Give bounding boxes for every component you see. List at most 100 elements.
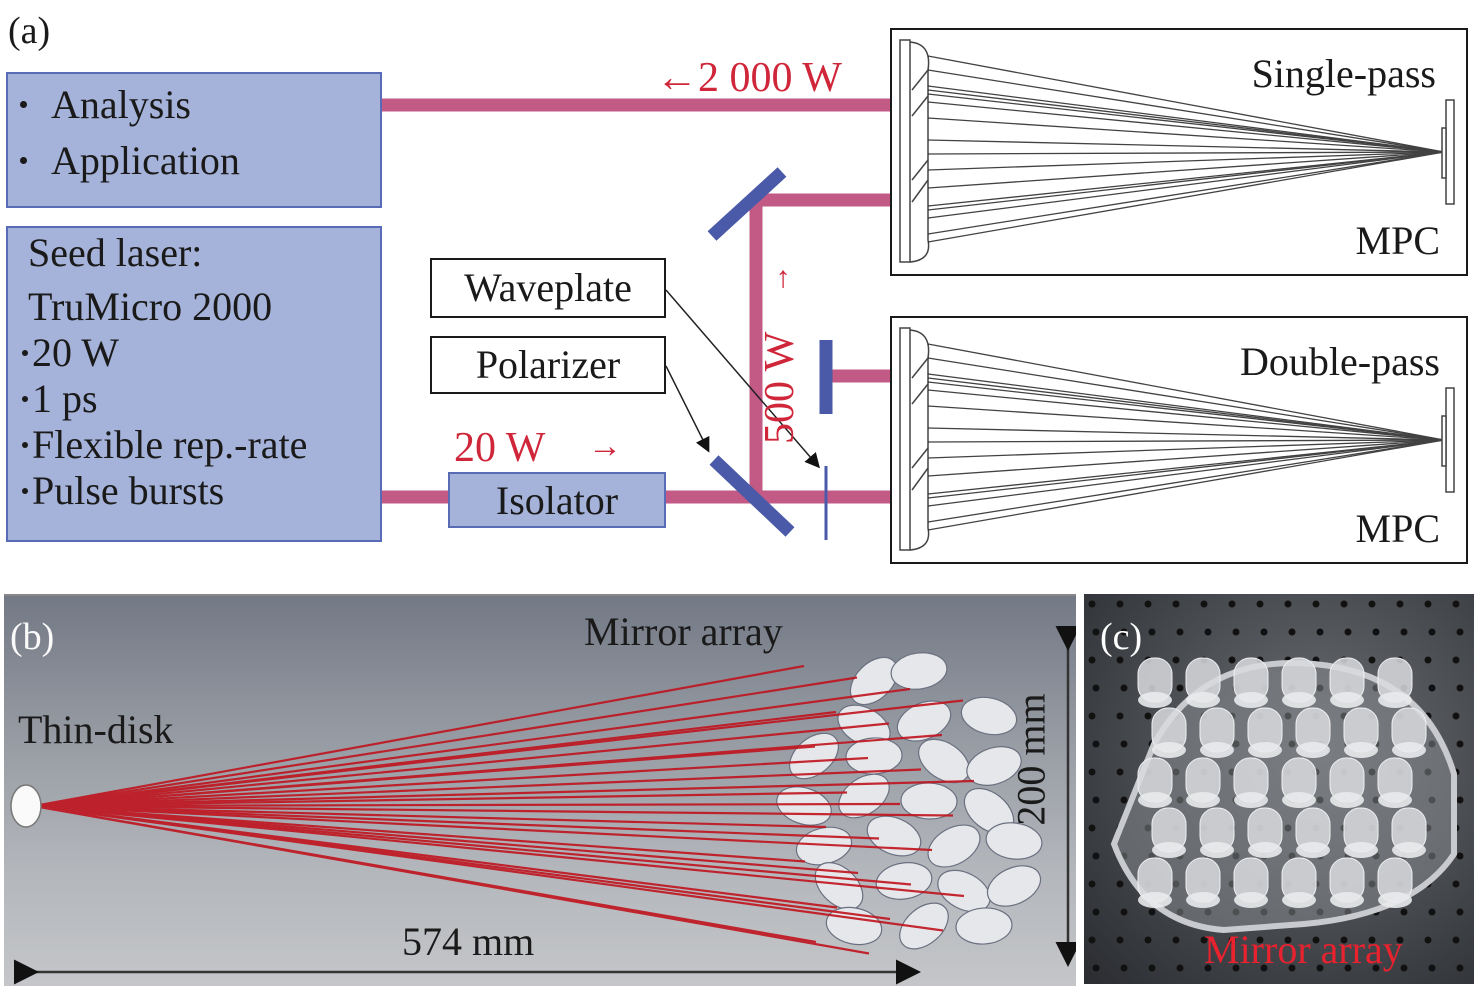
laser-ray xyxy=(33,804,827,829)
mirror-cylinder-base xyxy=(1296,842,1330,858)
breadboard-hole xyxy=(1368,600,1376,608)
breadboard-hole xyxy=(1368,936,1376,944)
breadboard-hole xyxy=(1148,908,1156,916)
length-dimension-label: 574 mm xyxy=(402,919,535,964)
breadboard-hole xyxy=(1232,964,1240,972)
mirror-array-label: Mirror array xyxy=(584,609,783,654)
breadboard-hole xyxy=(1340,936,1348,944)
mirror-cylinder-base xyxy=(1392,742,1426,758)
polarizer-label: Polarizer xyxy=(430,336,666,394)
breadboard-hole xyxy=(1228,656,1236,664)
mpc-ray xyxy=(927,117,1445,153)
breadboard-hole xyxy=(1428,908,1436,916)
laser-ray xyxy=(33,804,870,955)
breadboard-hole xyxy=(1144,712,1152,720)
breadboard-hole xyxy=(1120,740,1128,748)
breadboard-hole xyxy=(1232,628,1240,636)
mirror-cylinder-base xyxy=(1152,842,1186,858)
mirror-cylinder-base xyxy=(1330,892,1364,908)
breadboard-hole xyxy=(1344,964,1352,972)
mpc-ray xyxy=(927,151,1445,189)
array-mirror xyxy=(899,902,949,950)
breadboard-hole xyxy=(1120,684,1128,692)
breadboard-hole xyxy=(1288,964,1296,972)
mirror-cylinder-base xyxy=(1186,692,1220,708)
breadboard-hole xyxy=(1456,852,1464,860)
breadboard-hole xyxy=(1456,740,1464,748)
isolator-box: Isolator xyxy=(448,472,666,528)
breadboard-hole xyxy=(1456,684,1464,692)
array-mirror xyxy=(825,906,883,946)
breadboard-hole xyxy=(1176,628,1184,636)
breadboard-hole xyxy=(1144,600,1152,608)
breadboard-hole xyxy=(1260,964,1268,972)
breadboard-hole xyxy=(1284,936,1292,944)
breadboard-hole xyxy=(1144,936,1152,944)
laser-ray xyxy=(33,804,806,863)
breadboard-hole xyxy=(1116,768,1124,776)
height-dimension-label: 200 mm xyxy=(1008,693,1054,826)
laser-ray xyxy=(33,687,911,808)
breadboard-hole xyxy=(1148,964,1156,972)
breadboard-hole xyxy=(1120,628,1128,636)
mpc-ray xyxy=(927,439,1445,459)
panel-b-label: (b) xyxy=(10,616,55,658)
laser-ray xyxy=(33,722,890,808)
breadboard-hole xyxy=(1452,656,1460,664)
output-item: Analysis xyxy=(20,82,380,128)
breadboard-hole xyxy=(1116,600,1124,608)
breadboard-hole xyxy=(1228,600,1236,608)
mirror-cylinder-base xyxy=(1186,792,1220,808)
output-item: Application xyxy=(20,138,380,184)
array-mirror xyxy=(866,815,922,857)
laser-ray xyxy=(33,768,922,808)
seed-item: Flexible rep.-rate xyxy=(22,422,380,468)
mpc-end-mirror-icon xyxy=(1441,387,1455,493)
waveplate-pointer xyxy=(665,289,820,469)
breadboard-hole xyxy=(1452,600,1460,608)
breadboard-hole xyxy=(1092,852,1100,860)
laser-ray xyxy=(33,804,859,875)
breadboard-hole xyxy=(1428,684,1436,692)
mirror-cylinder-base xyxy=(1378,892,1412,908)
mirror-cylinder-base xyxy=(1296,742,1330,758)
mpc-ray xyxy=(927,151,1445,207)
breadboard-hole xyxy=(1456,796,1464,804)
mpc-ray xyxy=(927,101,1445,153)
breadboard-hole xyxy=(1088,656,1096,664)
breadboard-hole xyxy=(1092,908,1100,916)
mpc-single-rays xyxy=(899,39,1455,263)
seed-item: 20 W xyxy=(22,330,380,376)
mpc-double-subtitle: MPC xyxy=(1355,506,1441,551)
mpc-ray xyxy=(927,427,1445,441)
laser-ray xyxy=(33,804,965,898)
breadboard-hole xyxy=(1172,600,1180,608)
mpc-ray xyxy=(927,55,1445,153)
breadboard-hole xyxy=(1428,964,1436,972)
breadboard-hole xyxy=(1092,964,1100,972)
mirror-cylinder-base xyxy=(1200,842,1234,858)
bullet-icon xyxy=(22,349,28,356)
breadboard-hole xyxy=(1088,936,1096,944)
mpc-ray xyxy=(927,377,1445,441)
mpc-ray xyxy=(927,343,1445,441)
waveplate-label: Waveplate xyxy=(430,258,666,318)
breadboard-hole xyxy=(1116,880,1124,888)
polarizer-mirror-icon xyxy=(709,455,795,537)
breadboard-hole xyxy=(1344,628,1352,636)
breadboard-hole xyxy=(1116,712,1124,720)
breadboard-hole xyxy=(1176,684,1184,692)
panel-b: (b) Thin-disk Mirror array 574 mm 200 mm xyxy=(4,594,1076,986)
output-box: Analysis Application xyxy=(6,72,382,208)
output-power-label: ←2 000 W xyxy=(656,55,842,101)
breadboard-hole xyxy=(1312,936,1320,944)
breadboard-hole xyxy=(1400,628,1408,636)
breadboard-hole xyxy=(1204,964,1212,972)
breadboard-hole xyxy=(1396,936,1404,944)
polarizer-pointer xyxy=(665,365,710,453)
mpc-ray xyxy=(927,439,1445,495)
array-mirror xyxy=(985,822,1043,860)
breadboard-hole xyxy=(1176,964,1184,972)
seed-title: Seed laser: xyxy=(28,230,203,275)
breadboard-hole xyxy=(1456,908,1464,916)
